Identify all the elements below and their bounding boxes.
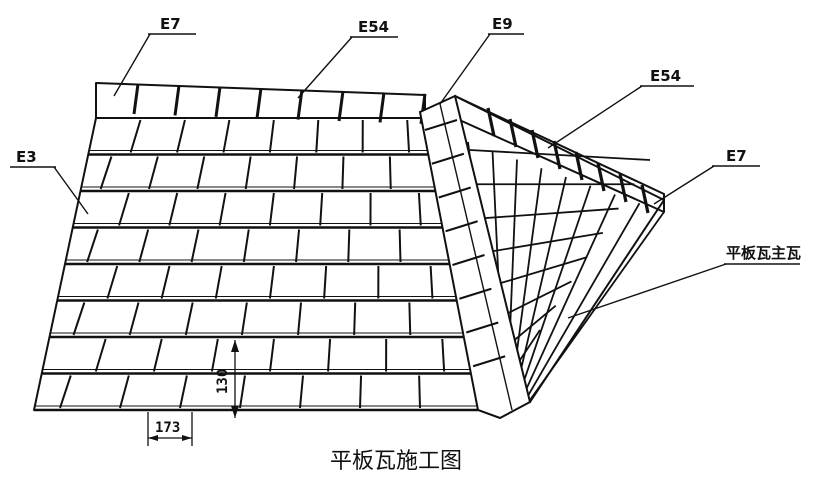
hip-tile-joint [452,254,485,266]
tile-joint [268,265,275,299]
hip-tile-joint [472,355,506,368]
tile-joint [168,192,179,226]
tile-joint [179,375,188,409]
tile-joint [94,338,107,372]
tile-joint [176,119,186,153]
hip-tile-joint [424,119,458,131]
tile-joint [244,156,252,190]
top-ridge-tiles [95,82,427,124]
tile-joint [293,156,299,190]
tile-joint [388,156,392,190]
tile-joint [315,119,320,153]
tile-joint [118,192,130,226]
top-ridge-clip [378,92,386,123]
label-e3: E3 [16,148,37,166]
top-ridge-clip [173,85,181,116]
top-ridge-clip [337,90,345,122]
hip-tile-joint [431,152,465,165]
hip-tile-joint [438,186,472,199]
hip-tile-joint [445,220,478,233]
hip-tile-joint [465,321,499,334]
diagram-caption: 平板瓦施工图 [330,449,462,474]
tile-joint [408,302,412,336]
tile-joint [297,302,303,336]
right-ridge-clip [596,162,606,192]
right-tile-line [469,149,651,161]
tile-joint [441,338,446,372]
tile-joint [319,192,324,226]
label-e9: E9 [492,15,513,33]
top-ridge-clip [214,86,222,117]
tile-joint [119,375,130,409]
tile-joint [196,156,206,190]
tile-joint [148,156,159,190]
label-e7-left: E7 [160,15,181,33]
tile-joint [295,229,301,263]
right-ridge-clip [618,173,628,203]
tile-joint [138,229,150,263]
tile-joint [152,338,163,372]
tile-joint [214,265,223,299]
tile-joint [359,375,363,409]
right-ridge-outline [454,95,665,213]
tile-joint [129,119,142,153]
tile-joint [210,338,219,372]
hip-tile-joint [459,287,492,300]
leader-lines [10,33,800,319]
tile-joint [406,119,411,153]
right-tile-line [529,211,665,401]
dimension-173: 173 [147,412,193,446]
right-tile-line [478,207,619,220]
tile-joint [240,302,248,336]
label-e54-right: E54 [650,67,681,85]
top-ridge-clip [255,88,263,119]
label-main-tile: 平板瓦主瓦 [726,244,801,262]
tile-joint [72,302,86,336]
tile-joint [106,265,119,299]
tile-joint [222,119,231,153]
tile-joint [429,265,434,299]
label-e7-right: E7 [726,147,747,165]
right-ridge-clip [640,184,650,214]
tile-joint [341,156,345,190]
tile-joint [268,338,275,372]
tile-joint [398,229,402,263]
tile-joint [323,265,328,299]
tile-joint [86,229,99,263]
tile-joint [190,229,200,263]
tile-joint [327,338,332,372]
right-tile-line [486,256,588,289]
tile-joint [268,119,275,153]
tile-joint [242,229,250,263]
tile-joint [299,375,305,409]
hip-ridge-strip [418,94,532,420]
tile-joint [59,375,72,409]
right-ridge-clip [508,118,518,148]
left-roof-plane [33,117,479,412]
tile-joint [268,192,275,226]
tile-joint [347,229,351,263]
dimension-130-label: 130 [215,369,231,394]
dimension-130: 130 [215,340,239,418]
right-tile-line [482,231,604,254]
label-e54-top: E54 [358,18,389,36]
right-tile-line [525,202,641,400]
right-tile-line [521,194,616,398]
right-ridge-clip [530,129,540,159]
dimension-173-label: 173 [155,420,180,436]
tile-joint [239,375,246,409]
tile-joint [128,302,140,336]
right-tile-line [514,176,567,396]
right-tile-line [517,185,592,397]
top-ridge-clip [132,83,140,115]
tile-joint [99,156,113,190]
tile-joint [184,302,194,336]
tile-joint [417,192,422,226]
tile-joint [418,375,421,409]
tile-joint [160,265,171,299]
tile-joint [353,302,357,336]
tile-joint [218,192,227,226]
